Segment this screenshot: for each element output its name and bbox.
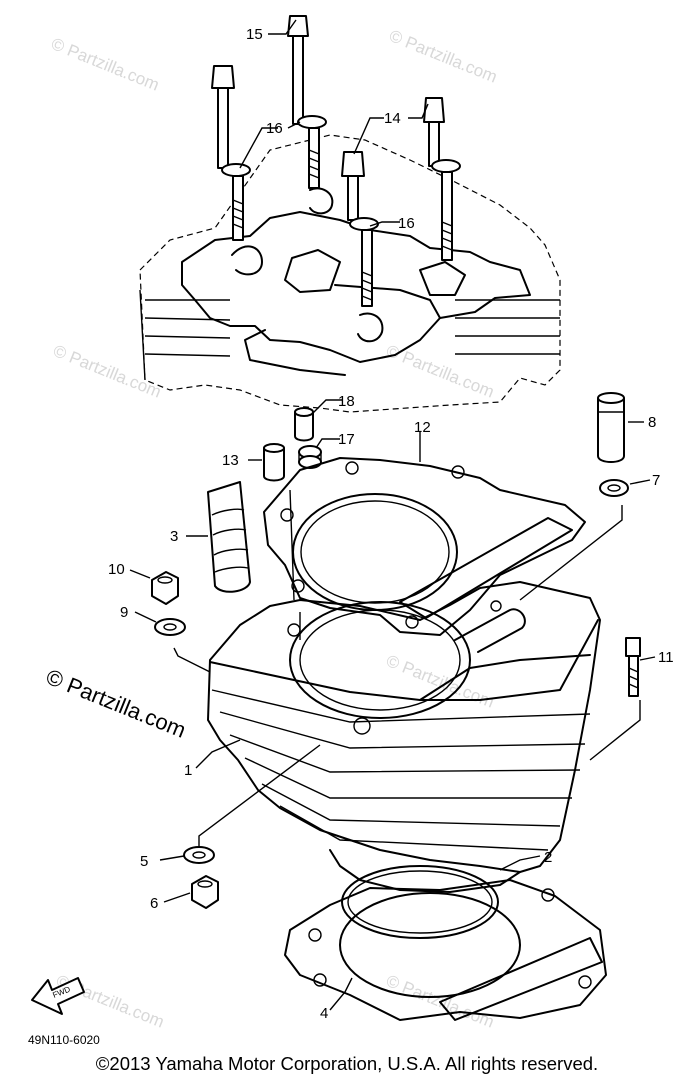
callout-18: 18 bbox=[338, 393, 355, 410]
callout-6: 6 bbox=[150, 895, 158, 912]
washer bbox=[183, 846, 215, 864]
faint-watermark: © Partzilla.com bbox=[49, 34, 162, 95]
seal-ring bbox=[298, 445, 322, 469]
callout-16: 16 bbox=[398, 215, 415, 232]
callout-12: 12 bbox=[414, 419, 431, 436]
dowel-pin bbox=[294, 407, 314, 442]
callout-13: 13 bbox=[222, 452, 239, 469]
callout-5: 5 bbox=[140, 853, 148, 870]
callout-7: 7 bbox=[652, 472, 660, 489]
callout-8: 8 bbox=[648, 414, 656, 431]
copyright-notice: ©2013 Yamaha Motor Corporation, U.S.A. A… bbox=[95, 1053, 599, 1074]
callout-2: 2 bbox=[544, 849, 552, 866]
callout-15: 15 bbox=[246, 26, 263, 43]
callout-3: 3 bbox=[170, 528, 178, 545]
washer bbox=[154, 618, 186, 636]
callout-4: 4 bbox=[320, 1005, 328, 1022]
leader-lines bbox=[129, 19, 656, 1011]
head-bolt bbox=[211, 65, 251, 241]
head-bolt bbox=[287, 15, 327, 189]
callout-10: 10 bbox=[108, 561, 125, 578]
chain-guide bbox=[207, 481, 251, 593]
callout-labels: 15 16 14 16 18 17 12 13 8 7 3 10 9 11 1 … bbox=[108, 26, 674, 1022]
hex-nut bbox=[151, 571, 179, 605]
cylinder-base-gasket bbox=[284, 879, 607, 1021]
cylinder-block bbox=[207, 581, 601, 893]
faint-watermarks: © Partzilla.com © Partzilla.com © Partzi… bbox=[49, 26, 500, 1032]
callout-11: 11 bbox=[658, 649, 674, 666]
cylinder-o-ring bbox=[341, 865, 499, 939]
callout-16: 16 bbox=[266, 120, 283, 137]
dowel-pin bbox=[263, 443, 285, 482]
callout-17: 17 bbox=[338, 431, 355, 448]
faint-watermark: © Partzilla.com bbox=[384, 341, 497, 402]
callout-9: 9 bbox=[120, 604, 128, 621]
faint-watermark: © Partzilla.com bbox=[54, 971, 167, 1032]
head-bolt bbox=[341, 151, 379, 307]
o-ring bbox=[599, 479, 629, 497]
faint-watermark: © Partzilla.com bbox=[387, 26, 500, 87]
callout-14: 14 bbox=[384, 110, 401, 127]
hex-nut bbox=[191, 875, 219, 909]
forward-arrow-icon: FWD bbox=[31, 977, 85, 1015]
callout-1: 1 bbox=[184, 762, 192, 779]
part-code: 49N110-6020 bbox=[28, 1033, 100, 1047]
head-bolt bbox=[423, 97, 461, 261]
dowel-pin bbox=[597, 392, 625, 463]
faint-watermark: © Partzilla.com bbox=[51, 341, 164, 402]
stud-bolt bbox=[625, 637, 641, 697]
